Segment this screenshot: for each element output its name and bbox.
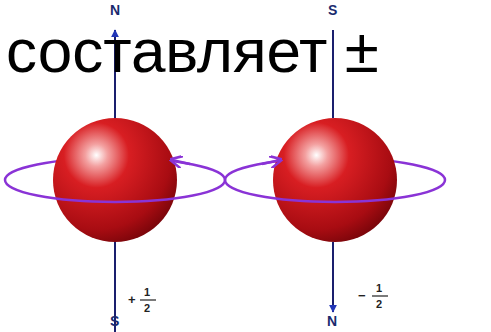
pole-label: N	[110, 3, 120, 17]
fraction-numerator: 1	[144, 287, 150, 298]
rotation-orbit	[5, 180, 225, 202]
pole-label: N	[327, 314, 337, 328]
pole-label: S	[328, 3, 337, 17]
rotation-arrow	[172, 160, 190, 164]
particle-sphere	[273, 118, 397, 242]
fraction-denominator: 2	[376, 299, 382, 310]
spin-sign: +	[128, 293, 136, 306]
pole-label: S	[110, 314, 119, 328]
spin-sign: −	[358, 289, 366, 302]
heading-text: составляет ±	[6, 20, 379, 82]
fraction-numerator: 1	[376, 283, 382, 294]
particle-sphere	[53, 118, 177, 242]
axis-arrow	[332, 242, 334, 312]
rotation-arrow	[262, 160, 280, 164]
fraction-bar	[140, 299, 156, 300]
fraction-denominator: 2	[144, 303, 150, 314]
rotation-orbit	[225, 180, 445, 202]
fraction-bar	[372, 295, 388, 296]
